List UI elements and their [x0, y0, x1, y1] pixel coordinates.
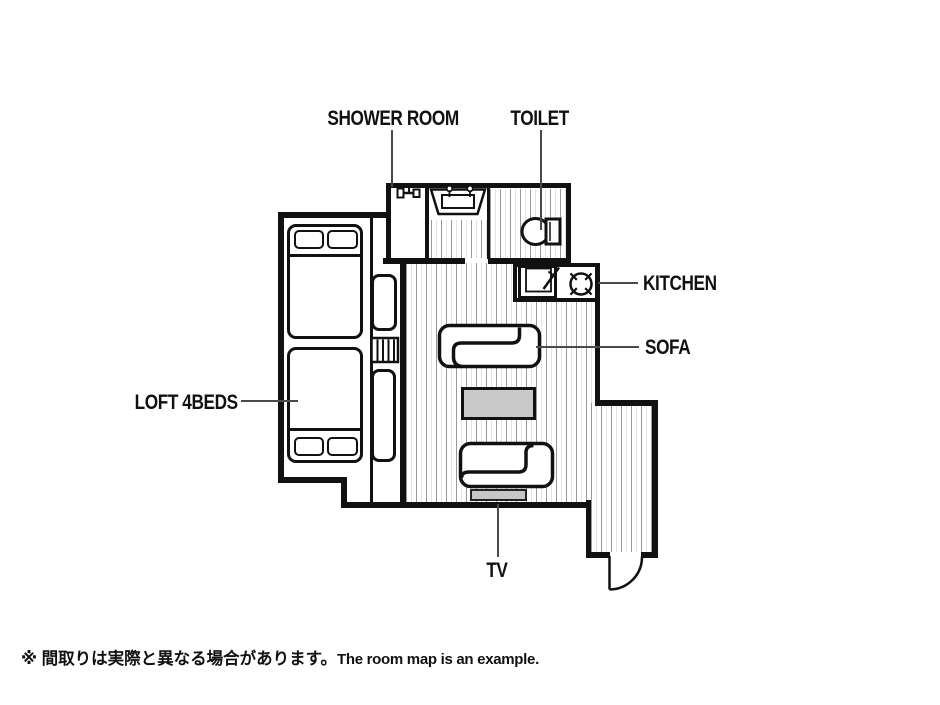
loft-step-upper — [371, 274, 397, 331]
bed-bottom-blanket-line — [289, 428, 361, 431]
wall — [586, 552, 610, 558]
table — [461, 387, 536, 420]
wall — [278, 477, 347, 483]
label-toilet-text: TOILET — [510, 107, 570, 130]
bed-top-blanket-line — [289, 254, 361, 257]
wall-loft-divider — [370, 216, 373, 505]
label-sofa-text: SOFA — [645, 336, 691, 359]
label-shower-room: SHOWER ROOM — [293, 108, 493, 130]
footnote-en: The room map is an example. — [336, 651, 539, 668]
floor-hatch-vanity-corridor — [431, 220, 488, 258]
pillow — [327, 437, 358, 456]
leader-loft-beds — [241, 400, 298, 402]
wall — [386, 183, 391, 263]
floor-hatch-main-upper — [406, 263, 513, 303]
vanity-sink — [429, 184, 487, 216]
wall-toilet-partition — [487, 188, 490, 259]
wall — [652, 400, 658, 558]
label-shower-room-text: SHOWER ROOM — [327, 107, 459, 130]
floor-hatch-toilet-room — [490, 189, 566, 259]
footnote: ※ 間取りは実際と異なる場合があります。The room map is an e… — [21, 645, 539, 669]
loft-step-lower — [371, 369, 396, 462]
label-sofa: SOFA — [645, 337, 700, 359]
leader-shower-room — [391, 130, 393, 187]
tv-unit — [470, 489, 527, 501]
wall — [383, 258, 465, 264]
wall — [595, 263, 600, 405]
label-loft-beds-text: LOFT 4BEDS — [134, 391, 238, 414]
wall — [386, 183, 571, 188]
leader-sofa — [536, 346, 639, 348]
pillow — [294, 230, 324, 249]
floor-hatch-entrance — [591, 403, 652, 552]
pillow — [294, 437, 324, 456]
wall-shower-partition — [425, 186, 429, 259]
wall — [278, 212, 284, 483]
leader-tv — [497, 504, 499, 557]
wall — [641, 552, 658, 558]
pillow — [327, 230, 358, 249]
label-tv: TV — [397, 560, 597, 582]
wall — [400, 258, 406, 508]
footnote-jp: ※ 間取りは実際と異なる場合があります。 — [21, 650, 337, 668]
label-kitchen: KITCHEN — [643, 273, 733, 295]
wall — [586, 500, 591, 558]
shower-valve — [396, 187, 421, 199]
wall — [488, 258, 571, 264]
wall — [341, 477, 347, 508]
wall — [278, 212, 390, 218]
wall — [566, 183, 571, 264]
label-loft-beds: LOFT 4BEDS — [38, 392, 238, 414]
label-kitchen-text: KITCHEN — [643, 272, 717, 295]
entrance-door-arc — [608, 556, 644, 591]
loft-ladder — [370, 336, 400, 364]
leader-kitchen — [598, 282, 638, 284]
leader-toilet — [540, 130, 542, 230]
kitchen-counter — [513, 263, 600, 302]
wall — [595, 400, 658, 406]
label-tv-text: TV — [486, 559, 508, 582]
wall — [341, 502, 591, 508]
label-toilet: TOILET — [440, 108, 640, 130]
